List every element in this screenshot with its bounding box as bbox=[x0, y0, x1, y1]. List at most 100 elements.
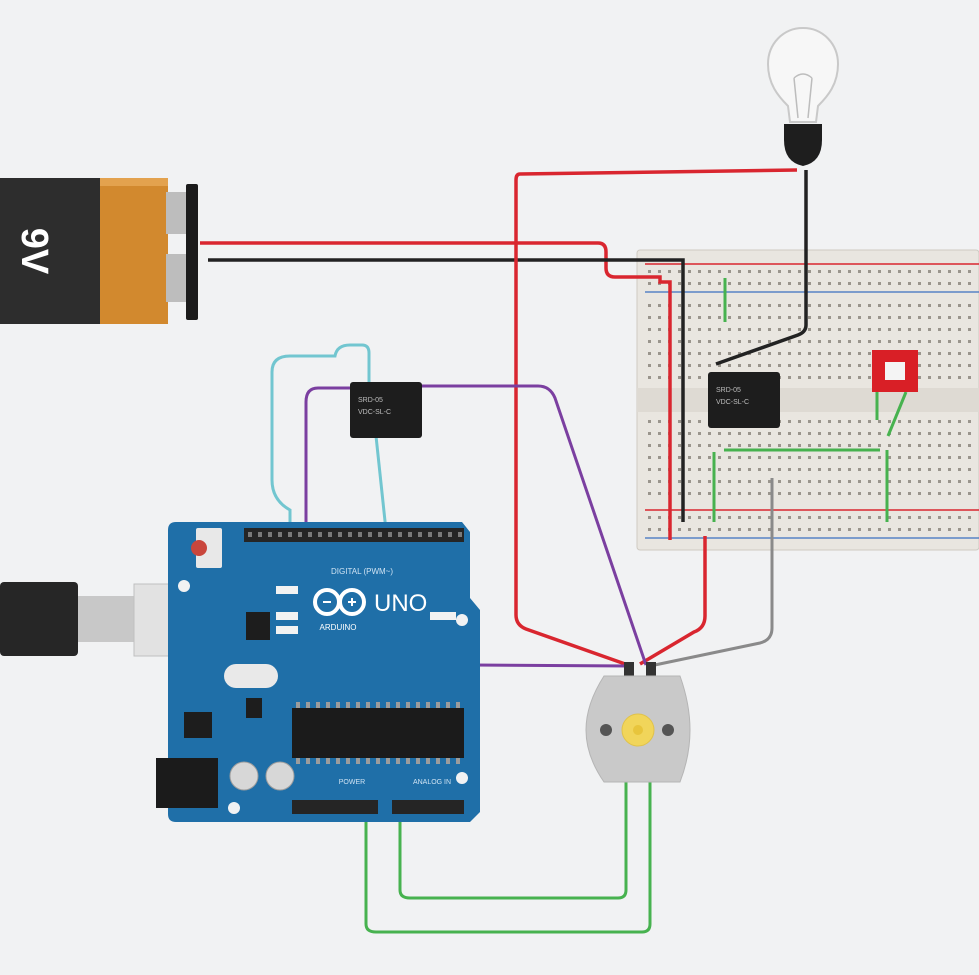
breadboard-hole[interactable] bbox=[828, 270, 831, 273]
arduino-header-pin[interactable] bbox=[268, 532, 272, 537]
breadboard-hole[interactable] bbox=[828, 492, 831, 495]
wire-red-bulb-motor[interactable] bbox=[514, 168, 798, 667]
wire-black-battery[interactable] bbox=[208, 258, 685, 522]
breadboard-hole[interactable] bbox=[898, 282, 901, 285]
breadboard-hole[interactable] bbox=[878, 432, 881, 435]
breadboard-hole[interactable] bbox=[758, 456, 761, 459]
breadboard-hole[interactable] bbox=[818, 516, 821, 519]
breadboard-hole[interactable] bbox=[658, 352, 661, 355]
breadboard-hole[interactable] bbox=[678, 364, 681, 367]
breadboard-hole[interactable] bbox=[678, 456, 681, 459]
breadboard-hole[interactable] bbox=[828, 352, 831, 355]
breadboard-hole[interactable] bbox=[878, 420, 881, 423]
relay-chip-icon[interactable]: SRD-05 VDC-SL-C bbox=[708, 372, 780, 428]
breadboard-hole[interactable] bbox=[938, 420, 941, 423]
breadboard-hole[interactable] bbox=[768, 352, 771, 355]
wire-green-arduino-motor-2[interactable] bbox=[364, 780, 652, 934]
wire-green-arduino-motor-1[interactable] bbox=[398, 780, 628, 900]
breadboard-hole[interactable] bbox=[768, 516, 771, 519]
breadboard-hole[interactable] bbox=[678, 282, 681, 285]
breadboard-hole[interactable] bbox=[938, 376, 941, 379]
breadboard-hole[interactable] bbox=[708, 516, 711, 519]
wire-green-switch-b[interactable] bbox=[886, 391, 908, 437]
breadboard-hole[interactable] bbox=[748, 528, 751, 531]
breadboard-hole[interactable] bbox=[908, 480, 911, 483]
breadboard-hole[interactable] bbox=[798, 444, 801, 447]
breadboard-hole[interactable] bbox=[868, 270, 871, 273]
breadboard-hole[interactable] bbox=[728, 444, 731, 447]
breadboard-hole[interactable] bbox=[908, 282, 911, 285]
breadboard-hole[interactable] bbox=[958, 528, 961, 531]
breadboard-hole[interactable] bbox=[768, 444, 771, 447]
arduino-header-pin[interactable] bbox=[448, 532, 452, 537]
breadboard-hole[interactable] bbox=[758, 270, 761, 273]
breadboard-hole[interactable] bbox=[808, 480, 811, 483]
breadboard-hole[interactable] bbox=[878, 340, 881, 343]
breadboard-hole[interactable] bbox=[688, 376, 691, 379]
breadboard-hole[interactable] bbox=[818, 480, 821, 483]
breadboard-hole[interactable] bbox=[718, 340, 721, 343]
breadboard-hole[interactable] bbox=[928, 456, 931, 459]
breadboard-hole[interactable] bbox=[878, 480, 881, 483]
breadboard-hole[interactable] bbox=[738, 492, 741, 495]
wire-red-battery[interactable] bbox=[200, 241, 672, 540]
breadboard-hole[interactable] bbox=[908, 468, 911, 471]
breadboard-hole[interactable] bbox=[938, 432, 941, 435]
breadboard-hole[interactable] bbox=[658, 328, 661, 331]
breadboard-hole[interactable] bbox=[928, 340, 931, 343]
breadboard-hole[interactable] bbox=[948, 328, 951, 331]
breadboard-hole[interactable] bbox=[838, 468, 841, 471]
breadboard-hole[interactable] bbox=[738, 432, 741, 435]
arduino-header-pin[interactable] bbox=[438, 532, 442, 537]
breadboard-hole[interactable] bbox=[928, 364, 931, 367]
relay-chip-icon[interactable]: SRD-05 VDC-SL-C bbox=[350, 382, 422, 438]
breadboard-hole[interactable] bbox=[868, 528, 871, 531]
breadboard-hole[interactable] bbox=[798, 492, 801, 495]
breadboard-hole[interactable] bbox=[968, 340, 971, 343]
breadboard-hole[interactable] bbox=[808, 340, 811, 343]
breadboard-hole[interactable] bbox=[768, 528, 771, 531]
breadboard-hole[interactable] bbox=[728, 304, 731, 307]
breadboard-hole[interactable] bbox=[838, 316, 841, 319]
breadboard-hole[interactable] bbox=[958, 456, 961, 459]
breadboard-hole[interactable] bbox=[648, 444, 651, 447]
breadboard-hole[interactable] bbox=[898, 468, 901, 471]
breadboard-hole[interactable] bbox=[968, 456, 971, 459]
breadboard-hole[interactable] bbox=[798, 352, 801, 355]
breadboard-hole[interactable] bbox=[828, 528, 831, 531]
breadboard-hole[interactable] bbox=[848, 480, 851, 483]
breadboard-hole[interactable] bbox=[948, 480, 951, 483]
breadboard-hole[interactable] bbox=[658, 516, 661, 519]
breadboard-hole[interactable] bbox=[778, 282, 781, 285]
breadboard-hole[interactable] bbox=[808, 376, 811, 379]
breadboard-hole[interactable] bbox=[658, 480, 661, 483]
breadboard-hole[interactable] bbox=[678, 528, 681, 531]
breadboard-hole[interactable] bbox=[898, 432, 901, 435]
breadboard-hole[interactable] bbox=[938, 444, 941, 447]
breadboard-hole[interactable] bbox=[918, 282, 921, 285]
breadboard-hole[interactable] bbox=[718, 352, 721, 355]
breadboard-hole[interactable] bbox=[758, 516, 761, 519]
breadboard-hole[interactable] bbox=[818, 364, 821, 367]
breadboard-hole[interactable] bbox=[908, 444, 911, 447]
breadboard-hole[interactable] bbox=[758, 364, 761, 367]
breadboard-hole[interactable] bbox=[948, 352, 951, 355]
breadboard-hole[interactable] bbox=[938, 468, 941, 471]
breadboard-hole[interactable] bbox=[828, 444, 831, 447]
breadboard-hole[interactable] bbox=[688, 432, 691, 435]
breadboard-hole[interactable] bbox=[858, 432, 861, 435]
breadboard-hole[interactable] bbox=[858, 376, 861, 379]
breadboard-hole[interactable] bbox=[678, 432, 681, 435]
breadboard-hole[interactable] bbox=[868, 304, 871, 307]
arduino-reset-button[interactable] bbox=[191, 540, 207, 556]
breadboard-hole[interactable] bbox=[948, 528, 951, 531]
breadboard-hole[interactable] bbox=[698, 492, 701, 495]
breadboard-hole[interactable] bbox=[818, 444, 821, 447]
breadboard-hole[interactable] bbox=[868, 480, 871, 483]
breadboard-hole[interactable] bbox=[858, 516, 861, 519]
breadboard-hole[interactable] bbox=[918, 492, 921, 495]
breadboard-hole[interactable] bbox=[828, 282, 831, 285]
breadboard-hole[interactable] bbox=[858, 420, 861, 423]
breadboard-hole[interactable] bbox=[898, 444, 901, 447]
breadboard-hole[interactable] bbox=[768, 304, 771, 307]
